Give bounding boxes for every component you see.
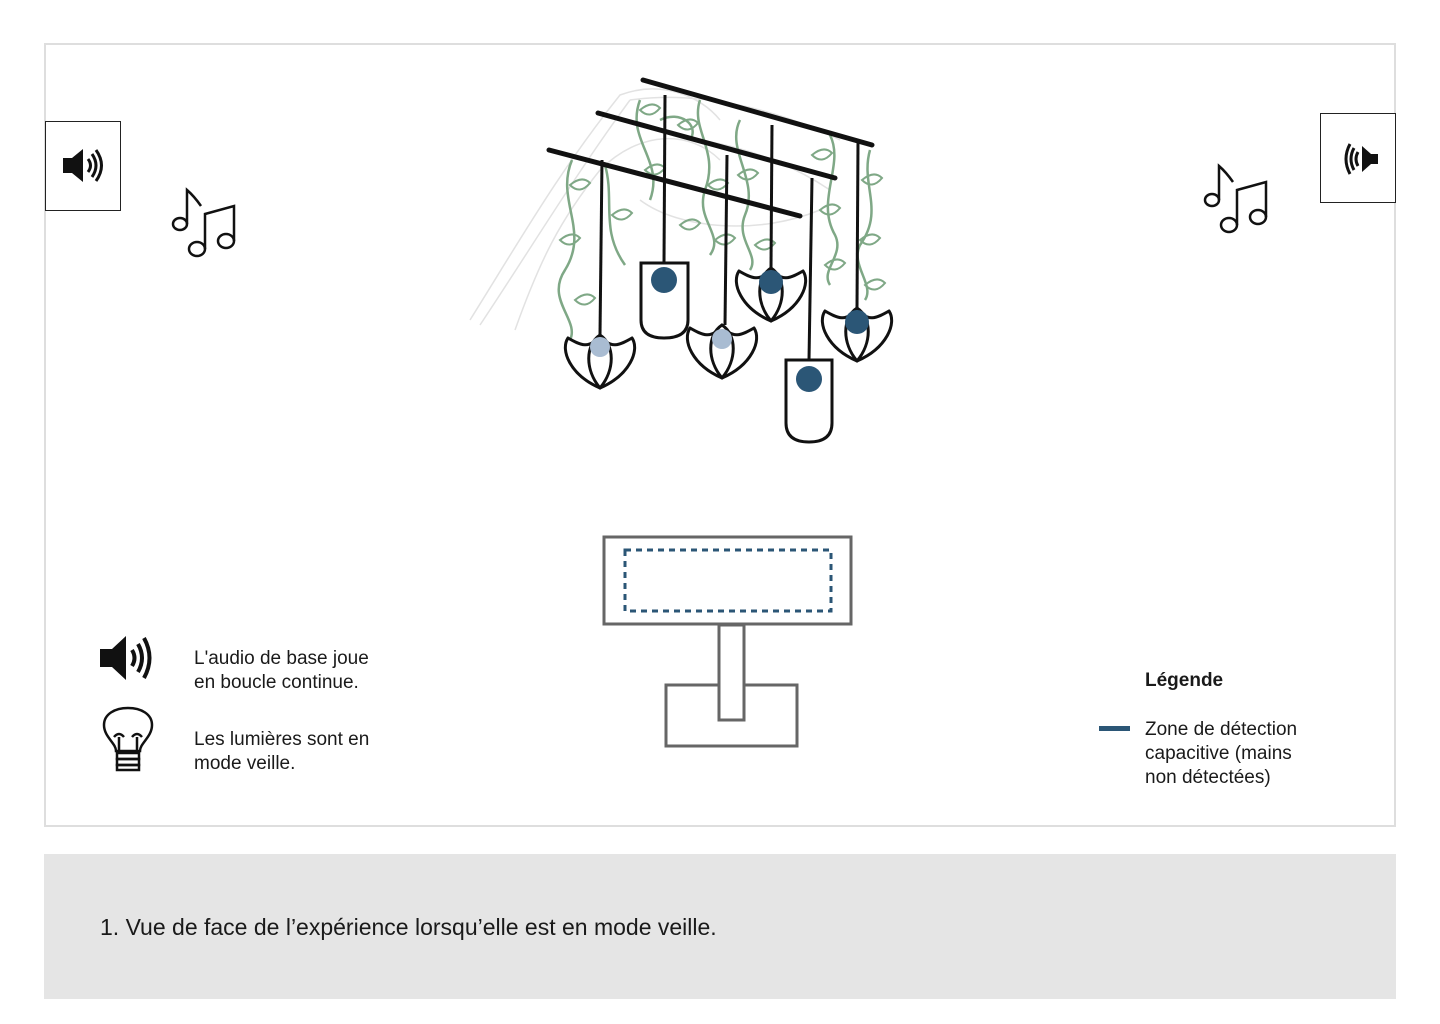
lightbulb-icon (102, 706, 154, 772)
legend-item-line3: non détectées) (1145, 767, 1271, 788)
legend-swatch-detection-zone (1099, 726, 1130, 731)
cylinder-lamp (639, 261, 690, 340)
music-notes-icon (171, 187, 236, 258)
legend-item-line2: capacitive (mains (1145, 743, 1292, 764)
capacitive-stand (602, 535, 853, 748)
speaker-volume-icon (100, 636, 152, 680)
audio-status-line1: L'audio de base joue (194, 648, 369, 669)
flower-lamp (685, 323, 759, 380)
vines (557, 99, 873, 341)
music-notes-icon (1203, 163, 1268, 234)
legend-title: Légende (1145, 670, 1224, 691)
audio-status-line2: en boucle continue. (194, 672, 359, 693)
caption-bar (44, 854, 1396, 999)
right-speaker (1320, 113, 1396, 203)
flower-lamp (563, 333, 637, 390)
left-speaker (45, 121, 121, 211)
figure-caption: 1. Vue de face de l’expérience lorsqu’el… (100, 914, 717, 940)
capacitive-detection-zone (623, 548, 833, 613)
lights-status-text: Les lumières sont en mode veille. (194, 728, 424, 776)
lamp-cords (598, 94, 860, 361)
lights-status-line2: mode veille. (194, 753, 296, 774)
hanging-rails (546, 77, 875, 219)
speaker-icon (1344, 143, 1378, 175)
flower-lamp (820, 306, 894, 363)
legend-item-detection-zone: Zone de détection capacitive (mains non … (1145, 718, 1345, 790)
diagram-frame (44, 43, 1396, 827)
audio-status-text: L'audio de base joue en boucle continue. (194, 647, 424, 695)
legend-item-line1: Zone de détection (1145, 719, 1298, 740)
lights-status-line1: Les lumières sont en (194, 729, 370, 750)
cylinder-lamp (784, 358, 834, 444)
flower-lamp (734, 266, 808, 323)
speaker-icon (63, 149, 103, 182)
